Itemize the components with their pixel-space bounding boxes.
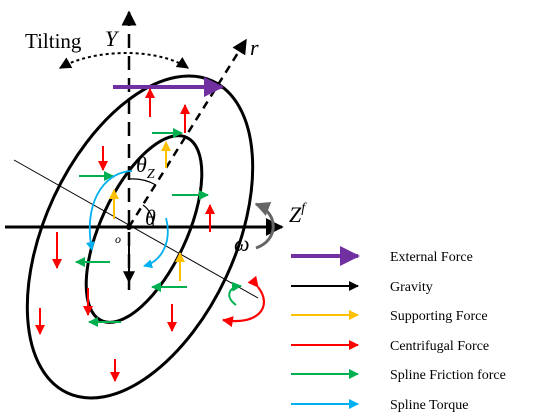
inner-ring [84, 134, 204, 324]
centrifugal-arrows [35, 88, 215, 382]
tilting-arc [58, 52, 189, 69]
y-axis-label: Y [105, 26, 120, 51]
z-axis-sup: f [301, 201, 307, 216]
z-axis-name: Z [289, 202, 302, 227]
theta-z-subscript: Z [147, 167, 155, 182]
friction-rotation-arrow [228, 281, 242, 306]
tilting-label: Tilting [25, 29, 82, 53]
legend-label: Gravity [390, 280, 433, 295]
theta-z-arc [128, 178, 157, 186]
theta-arc [142, 204, 154, 228]
legend-label: Spline Torque [390, 398, 468, 413]
theta-z-label: θZ [136, 152, 155, 182]
theta-z-symbol: θ [136, 152, 147, 177]
theta-label: θ [145, 205, 156, 230]
origin-label: o [115, 232, 121, 246]
r-axis-label: r [250, 35, 259, 60]
legend-label: Supporting Force [390, 309, 488, 324]
r-axis-line [127, 38, 248, 228]
z-axis-label: Zf [289, 201, 307, 227]
omega-rotation-arrow [254, 201, 275, 250]
legend-label: Spline Friction force [390, 368, 506, 383]
spline-torque-arc [143, 217, 169, 269]
diagonal-line [13, 159, 259, 299]
red-rotation-arc [221, 275, 265, 328]
origin-point [126, 224, 132, 230]
omega-label: ω [234, 231, 250, 256]
spline-torque-arc [85, 170, 133, 251]
legend-label: External Force [390, 250, 473, 265]
supporting-arrows [109, 141, 185, 281]
legend-label: Centrifugal Force [390, 339, 489, 354]
